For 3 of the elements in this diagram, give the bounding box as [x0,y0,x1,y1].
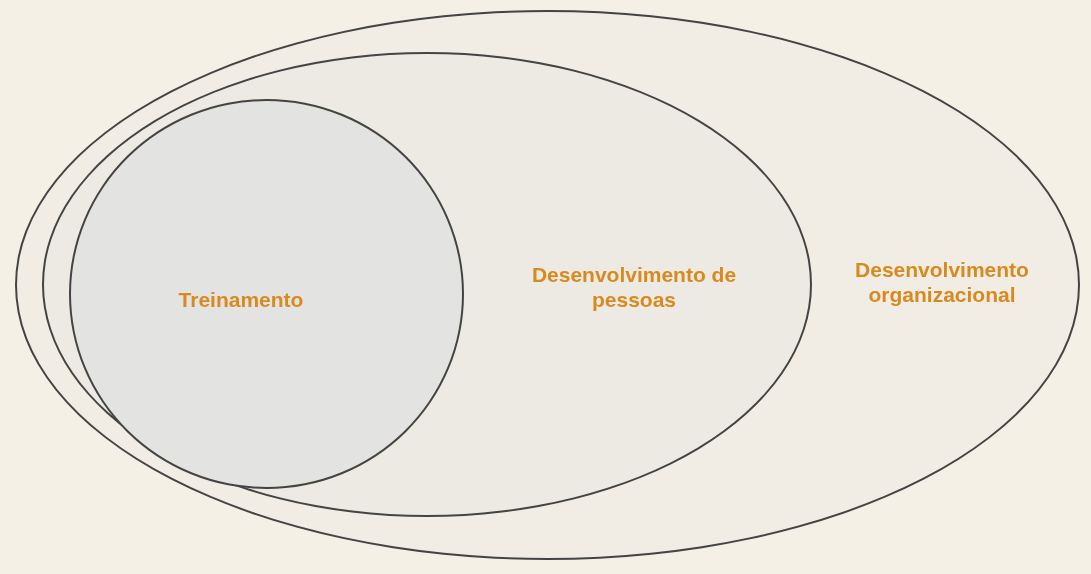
region-label: Desenvolvimento de pessoas [530,262,738,313]
region-label: Treinamento [177,287,305,313]
region-label: Desenvolvimento organizacional [854,257,1030,308]
